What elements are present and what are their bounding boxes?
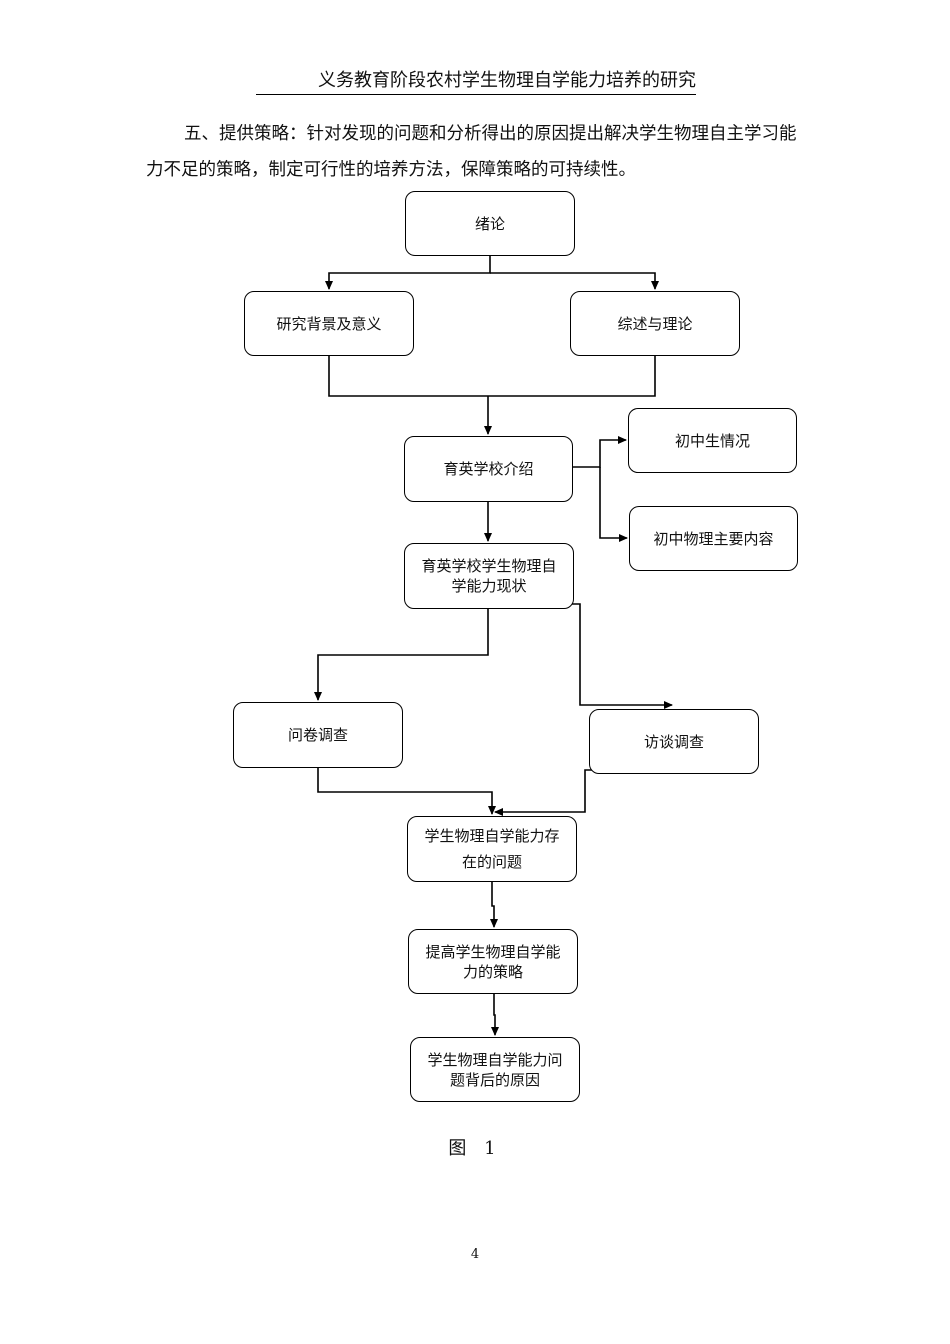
- node-students: 初中生情况: [628, 408, 797, 473]
- node-background: 研究背景及意义: [244, 291, 414, 356]
- node-interview: 访谈调查: [589, 709, 759, 774]
- page-number: 4: [470, 1247, 480, 1262]
- connector-intro-split: [325, 256, 491, 290]
- connector-status-interview: [488, 603, 673, 709]
- connector-school-content: [599, 467, 628, 542]
- node-causes: 学生物理自学能力问题背后的原因: [410, 1037, 580, 1102]
- node-status: 育英学校学生物理自学能力现状: [404, 543, 574, 609]
- connector-merge: [328, 356, 656, 397]
- node-survey: 问卷调查: [233, 702, 403, 768]
- connector-strategy-causes: [491, 994, 499, 1036]
- node-physics-content: 初中物理主要内容: [629, 506, 798, 571]
- connector-status-survey: [314, 609, 489, 701]
- node-problems: 学生物理自学能力存在的问题: [407, 816, 577, 882]
- node-review: 综述与理论: [570, 291, 740, 356]
- connector-school-branch: [573, 436, 627, 468]
- connector-survey-problems: [317, 768, 496, 815]
- figure-caption: 图 1: [448, 1138, 502, 1159]
- connector-problems-strategy: [490, 882, 498, 928]
- connector-interview-problems: [494, 769, 674, 816]
- node-intro: 绪论: [405, 191, 575, 256]
- node-school: 育英学校介绍: [404, 436, 573, 502]
- node-strategy: 提高学生物理自学能力的策略: [408, 929, 578, 994]
- page-header: 义务教育阶段农村学生物理自学能力培养的研究: [256, 66, 696, 95]
- body-paragraph: 五、提供策略：针对发现的问题和分析得出的原因提出解决学生物理自主学习能力不足的策…: [146, 124, 797, 180]
- connector-intro-review: [490, 272, 659, 290]
